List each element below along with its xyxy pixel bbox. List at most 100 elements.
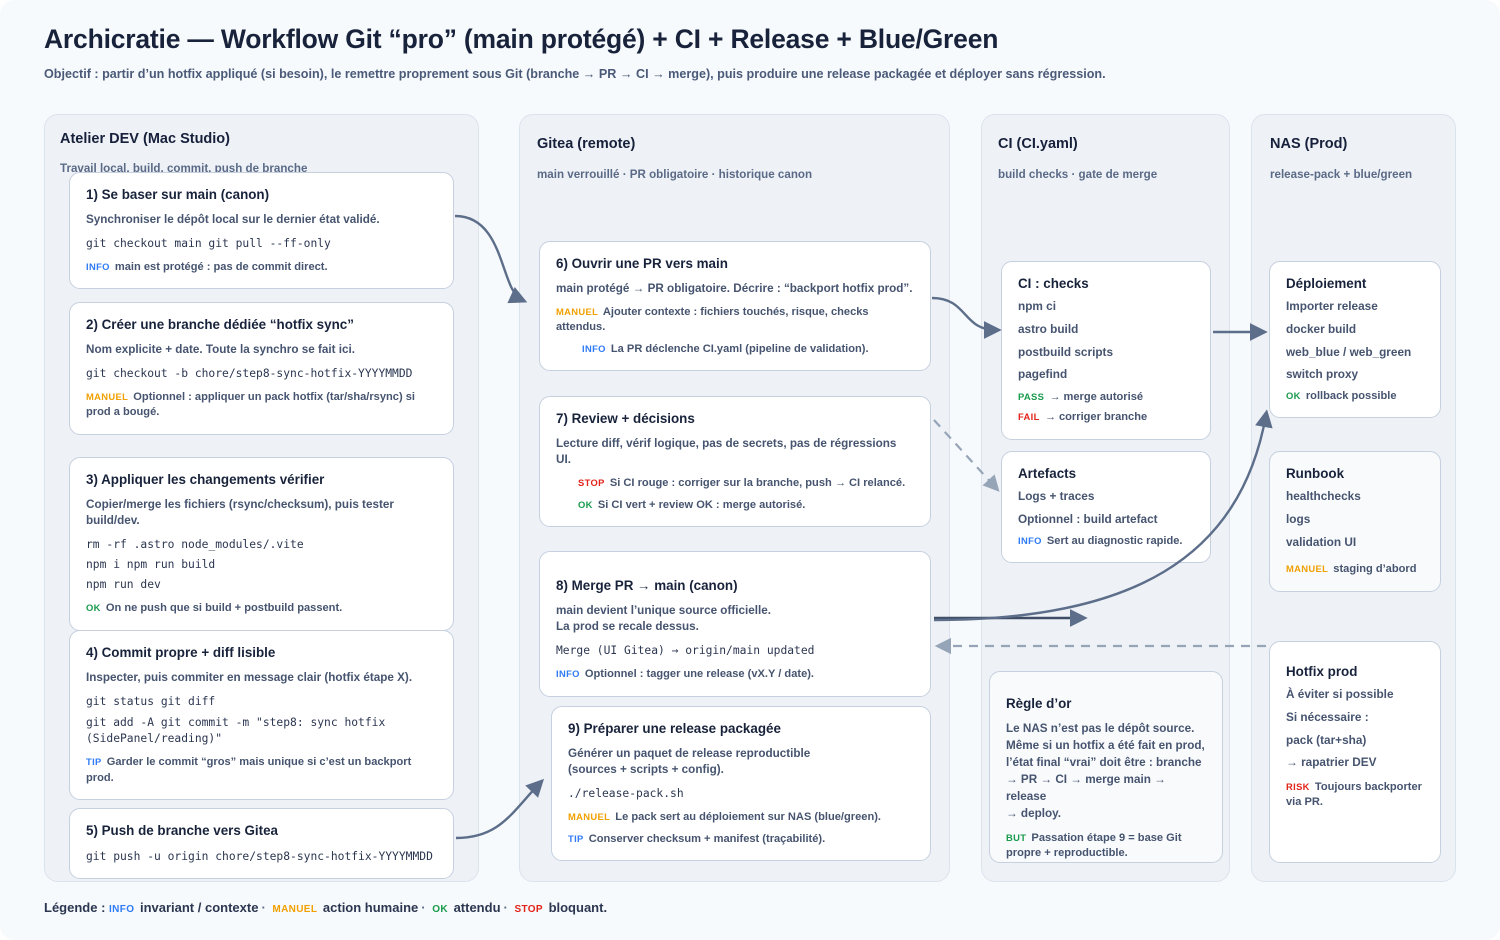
- card-step-8-note-1: INFO Optionnel : tagger une release (vX.…: [556, 667, 914, 682]
- card-step-3-desc: Copier/merge les fichiers (rsync/checksu…: [86, 498, 394, 528]
- card-step-4-note-1: TIP Garder le commit “gros” mais unique …: [86, 755, 437, 785]
- deploiement-item: Importer release: [1286, 299, 1378, 314]
- card-deploiement[interactable]: Déploiement Importer release docker buil…: [1269, 261, 1441, 419]
- card-step-6[interactable]: 6) Ouvrir une PR vers main main protégé …: [539, 241, 931, 371]
- tag-tip: TIP: [86, 756, 102, 768]
- legend-text-info: invariant / contexte: [139, 900, 259, 915]
- note-text: Si CI vert + review OK : merge autorisé.: [597, 498, 806, 511]
- hotfix-item: pack (tar+sha): [1286, 732, 1367, 747]
- card-step-3-note-1: OK On ne push que si build + postbuild p…: [86, 601, 437, 616]
- tag-ok: OK: [578, 498, 593, 510]
- note-text: Garder le commit “gros” mais unique si c…: [86, 756, 412, 784]
- deploiement-item: web_blue / web_green: [1286, 344, 1412, 359]
- deploiement-item: switch proxy: [1286, 367, 1359, 382]
- note-text: → merge autorisé: [1049, 391, 1144, 404]
- card-ci-checks[interactable]: CI : checks npm ci astro build postbuild…: [1001, 261, 1211, 440]
- card-artefacts-title: Artefacts: [1018, 466, 1077, 481]
- card-deploiement-title: Déploiement: [1286, 276, 1367, 291]
- card-step-8-code: Merge (UI Gitea) → origin/main updated: [556, 644, 815, 658]
- card-regle-dor-title: Règle d’or: [1006, 696, 1072, 711]
- ci-check-item: pagefind: [1018, 367, 1068, 382]
- note-text: Ajouter contexte : fichiers touchés, ris…: [556, 306, 869, 334]
- card-artefacts[interactable]: Artefacts Logs + traces Optionnel : buil…: [1001, 451, 1211, 563]
- card-step-8[interactable]: 8) Merge PR → main (canon) main devient …: [539, 551, 931, 697]
- tag-ok: OK: [86, 602, 101, 614]
- page-title: Archicratie — Workflow Git “pro” (main p…: [44, 24, 999, 54]
- legend-text-manuel: action humaine: [322, 900, 419, 915]
- card-step-5[interactable]: 5) Push de branche vers Gitea git push -…: [69, 808, 454, 880]
- tag-stop: STOP: [578, 477, 605, 489]
- note-text: Sert au diagnostic rapide.: [1046, 534, 1183, 547]
- card-artefacts-note-1: INFO Sert au diagnostic rapide.: [1018, 534, 1194, 549]
- card-hotfix-prod-note-1: RISK Toujours backporter via PR.: [1286, 780, 1424, 810]
- column-nas-title: NAS (Prod): [1270, 136, 1348, 152]
- column-nas-subtitle: release-pack + blue/green: [1270, 168, 1413, 181]
- column-gitea-subtitle: main verrouillé · PR obligatoire · histo…: [537, 168, 813, 181]
- note-text: La PR déclenche CI.yaml (pipeline de val…: [610, 342, 869, 355]
- card-hotfix-prod[interactable]: Hotfix prod À éviter si possible Si néce…: [1269, 641, 1441, 863]
- tag-tip: TIP: [568, 832, 584, 844]
- note-text: main est protégé : pas de commit direct.: [114, 261, 328, 274]
- card-runbook-title: Runbook: [1286, 466, 1345, 481]
- card-step-9-code: ./release-pack.sh: [568, 787, 684, 801]
- column-ci-subtitle: build checks · gate de merge: [998, 168, 1158, 181]
- page-header: Archicratie — Workflow Git “pro” (main p…: [44, 24, 1444, 83]
- legend-tag-manuel: MANUEL: [272, 904, 318, 915]
- tag-ok: OK: [1286, 390, 1301, 402]
- card-step-9[interactable]: 9) Préparer une release packagée Générer…: [551, 706, 931, 861]
- tag-manuel: MANUEL: [86, 391, 129, 403]
- tag-pass: PASS: [1018, 391, 1045, 403]
- card-step-7[interactable]: 7) Review + décisions Lecture diff, véri…: [539, 396, 931, 527]
- card-step-7-title: 7) Review + décisions: [556, 411, 695, 426]
- card-step-9-title: 9) Préparer une release packagée: [568, 721, 781, 736]
- page-subtitle: Objectif : partir d’un hotfix appliqué (…: [44, 67, 1106, 82]
- ci-check-item: astro build: [1018, 321, 1079, 336]
- card-step-7-note-1: STOP Si CI rouge : corriger sur la branc…: [556, 476, 914, 491]
- card-step-2-desc: Nom explicite + date. Toute la synchro s…: [86, 343, 355, 357]
- card-step-4[interactable]: 4) Commit propre + diff lisible Inspecte…: [69, 630, 454, 800]
- card-regle-dor[interactable]: Règle d’or Le NAS n’est pas le dépôt sou…: [989, 671, 1223, 863]
- card-step-4-code-1: git status git diff: [86, 695, 216, 709]
- card-step-9-note-2: TIP Conserver checksum + manifest (traça…: [568, 832, 914, 847]
- note-text: Le pack sert au déploiement sur NAS (blu…: [615, 811, 881, 824]
- card-step-6-desc: main protégé → PR obligatoire. Décrire :…: [556, 282, 913, 296]
- legend-tag-info: INFO: [109, 904, 135, 915]
- note-text: Optionnel : tagger une release (vX.Y / d…: [584, 668, 815, 681]
- card-step-2[interactable]: 2) Créer une branche dédiée “hotfix sync…: [69, 302, 454, 435]
- card-ci-checks-note-1: PASS → merge autorisé: [1018, 390, 1194, 405]
- card-step-9-note-1: MANUEL Le pack sert au déploiement sur N…: [568, 810, 914, 825]
- note-text: → corriger branche: [1044, 411, 1148, 424]
- note-text: On ne push que si build + postbuild pass…: [105, 602, 343, 615]
- note-text: Toujours backporter via PR.: [1286, 781, 1422, 809]
- legend: Légende : INFO invariant / contexte· MAN…: [44, 900, 608, 915]
- artefact-item: Logs + traces: [1018, 489, 1095, 504]
- card-step-4-desc: Inspecter, puis commiter en message clai…: [86, 671, 413, 685]
- artefact-item: Optionnel : build artefact: [1018, 511, 1158, 526]
- card-step-3[interactable]: 3) Appliquer les changements vérifier Co…: [69, 457, 454, 631]
- card-ci-checks-title: CI : checks: [1018, 276, 1089, 291]
- card-step-3-code-1: rm -rf .astro node_modules/.vite: [86, 538, 304, 552]
- card-deploiement-note-1: OK rollback possible: [1286, 389, 1424, 404]
- card-step-2-note-1: MANUEL Optionnel : appliquer un pack hot…: [86, 390, 437, 420]
- card-step-3-title: 3) Appliquer les changements vérifier: [86, 472, 325, 487]
- ci-check-item: npm ci: [1018, 299, 1057, 314]
- card-step-1-desc: Synchroniser le dépôt local sur le derni…: [86, 213, 380, 227]
- card-step-1-title: 1) Se baser sur main (canon): [86, 187, 270, 202]
- legend-text-stop: bloquant.: [548, 900, 608, 915]
- tag-manuel: MANUEL: [1286, 563, 1329, 575]
- hotfix-item: → rapatrier DEV: [1286, 755, 1377, 770]
- card-step-8-desc: main devient l’unique source officielle.…: [556, 604, 771, 634]
- runbook-item: healthchecks: [1286, 489, 1361, 504]
- card-runbook[interactable]: Runbook healthchecks logs validation UI …: [1269, 451, 1441, 592]
- card-step-3-code-2: npm i npm run build: [86, 558, 216, 572]
- card-step-7-desc: Lecture diff, vérif logique, pas de secr…: [556, 437, 897, 467]
- card-hotfix-prod-title: Hotfix prod: [1286, 664, 1358, 679]
- legend-prefix: Légende :: [44, 900, 106, 915]
- tag-info: INFO: [556, 668, 580, 680]
- legend-tag-ok: OK: [432, 904, 448, 915]
- tag-info: INFO: [86, 261, 110, 273]
- card-step-7-note-2: OK Si CI vert + review OK : merge autori…: [556, 498, 914, 513]
- card-step-1[interactable]: 1) Se baser sur main (canon) Synchronise…: [69, 172, 454, 290]
- column-dev-subtitle: Travail local, build, commit, push de br…: [60, 162, 308, 175]
